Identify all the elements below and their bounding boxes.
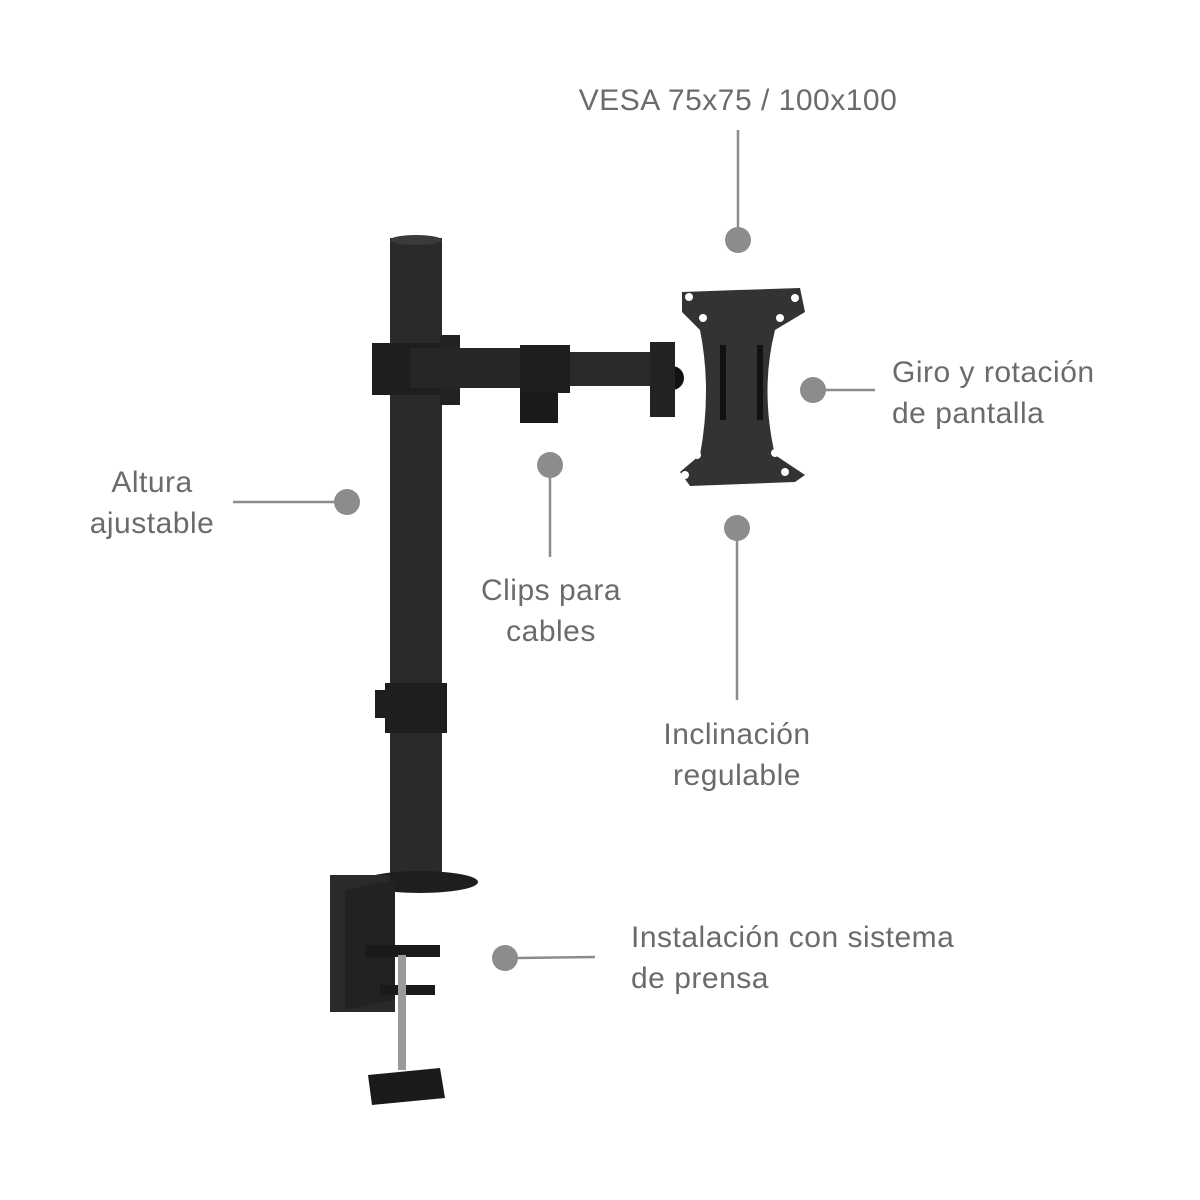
swivel-label: Giro y rotación de pantalla (892, 352, 1095, 434)
pole (390, 238, 442, 888)
clamp-marker (492, 945, 518, 971)
height-label-line: ajustable (89, 507, 215, 540)
cable-clip (520, 393, 558, 423)
clips-label-line: Clips para (480, 574, 622, 607)
vesa-label-line: VESA 75x75 / 100x100 (578, 84, 898, 117)
clips-marker (537, 452, 563, 478)
clamp-label-line: Instalación con sistema (631, 921, 955, 954)
height-collar (385, 683, 447, 733)
height-label-line: Altura (111, 466, 193, 499)
vesa-plate (680, 288, 805, 486)
swivel-marker (800, 377, 826, 403)
tilt-label: Inclinación regulable (663, 714, 810, 796)
vesa-marker (725, 227, 751, 253)
height-label: Altura ajustable (90, 462, 215, 544)
clips-label-line: cables (506, 615, 596, 648)
swivel-label-line: de pantalla (892, 397, 1045, 430)
monitor-arm-product (330, 235, 805, 1105)
height-marker (334, 489, 360, 515)
callout-markers (233, 130, 875, 971)
tilt-label-line: regulable (673, 759, 801, 792)
vesa-label: VESA 75x75 / 100x100 (579, 80, 898, 121)
clips-label: Clips para cables (481, 570, 621, 652)
clamp-label-line: de prensa (631, 962, 769, 995)
clamp-label: Instalación con sistema de prensa (631, 917, 954, 999)
tilt-marker (724, 515, 750, 541)
swivel-label-line: Giro y rotación (892, 356, 1095, 389)
clamp-knob (368, 1068, 445, 1105)
tilt-label-line: Inclinación (663, 718, 811, 751)
arm (410, 348, 520, 388)
